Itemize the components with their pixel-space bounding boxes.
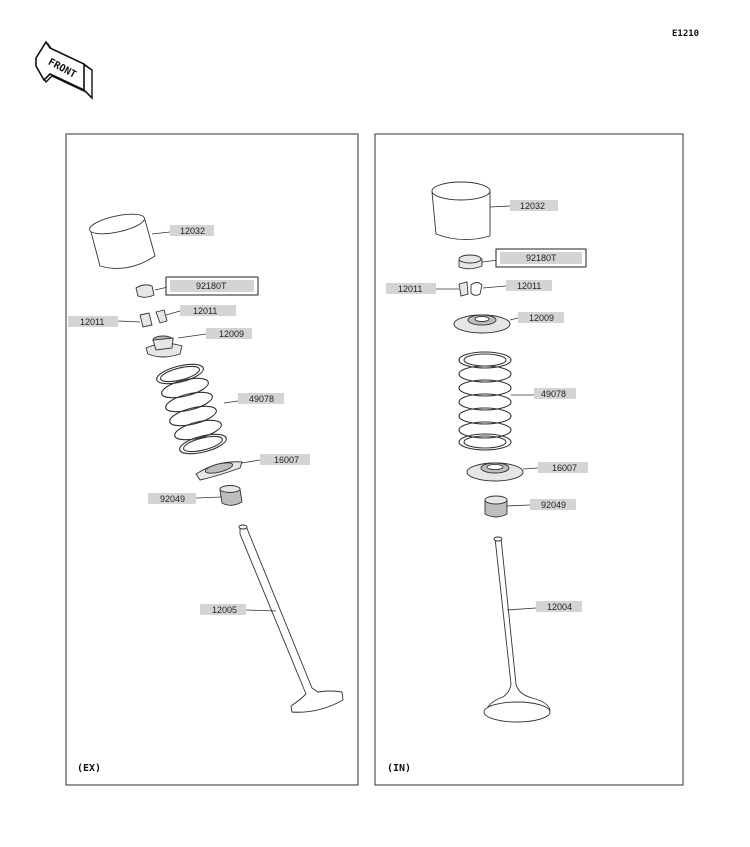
ex-label-spring: 49078 bbox=[249, 394, 274, 404]
ex-retainer-part bbox=[145, 335, 183, 358]
ex-label-retainer: 12009 bbox=[219, 329, 244, 339]
intake-panel-frame bbox=[374, 133, 684, 786]
in-retainer-part bbox=[453, 314, 511, 334]
exhaust-panel-frame bbox=[65, 133, 359, 786]
ex-shim-part bbox=[135, 284, 155, 298]
ex-label-keeper-left: 12011 bbox=[80, 317, 104, 327]
in-spring-seat-part bbox=[466, 462, 524, 482]
ex-keeper-left-part bbox=[139, 312, 153, 328]
in-label-keeper-left: 12011 bbox=[398, 284, 422, 294]
in-label-retainer: 12009 bbox=[529, 313, 554, 323]
in-stem-seal-part bbox=[484, 495, 508, 518]
in-label-stem-seal: 92049 bbox=[541, 500, 566, 510]
ex-spring-seat-part bbox=[195, 461, 243, 481]
ex-spring-part bbox=[156, 363, 227, 455]
in-tappet-part bbox=[431, 181, 491, 240]
intake-panel: 12032 92180T 12011 12011 12009 bbox=[374, 133, 684, 786]
ex-valve-part bbox=[238, 524, 344, 713]
in-label-tappet: 12032 bbox=[520, 201, 545, 211]
ex-label-valve: 12005 bbox=[212, 605, 237, 615]
in-valve-part bbox=[483, 536, 551, 723]
exhaust-panel: 12032 92180T 12011 12011 12009 bbox=[65, 133, 359, 786]
ex-stem-seal-part bbox=[219, 485, 243, 506]
in-panel-tag: (IN) bbox=[387, 763, 411, 774]
in-label-spring-seat: 16007 bbox=[552, 463, 577, 473]
ex-label-tappet: 12032 bbox=[180, 226, 205, 236]
in-label-keeper-right: 12011 bbox=[517, 281, 541, 291]
in-shim-part bbox=[458, 254, 483, 270]
in-label-shim: 92180T bbox=[526, 253, 557, 263]
ex-tappet-part bbox=[89, 213, 156, 269]
in-keeper-left-part bbox=[458, 281, 469, 297]
in-keeper-right-part bbox=[470, 282, 483, 296]
front-arrow-icon: FRONT bbox=[35, 40, 93, 100]
ex-label-spring-seat: 16007 bbox=[274, 455, 299, 465]
ex-panel-tag: (EX) bbox=[77, 763, 101, 774]
in-spring-part bbox=[458, 351, 512, 451]
in-label-spring: 49078 bbox=[541, 389, 566, 399]
ex-label-stem-seal: 92049 bbox=[160, 494, 185, 504]
ex-label-keeper-right: 12011 bbox=[193, 306, 217, 316]
page-code: E1210 bbox=[672, 29, 699, 39]
in-label-valve: 12004 bbox=[547, 602, 572, 612]
ex-keeper-right-part bbox=[155, 309, 168, 324]
ex-label-shim: 92180T bbox=[196, 281, 227, 291]
